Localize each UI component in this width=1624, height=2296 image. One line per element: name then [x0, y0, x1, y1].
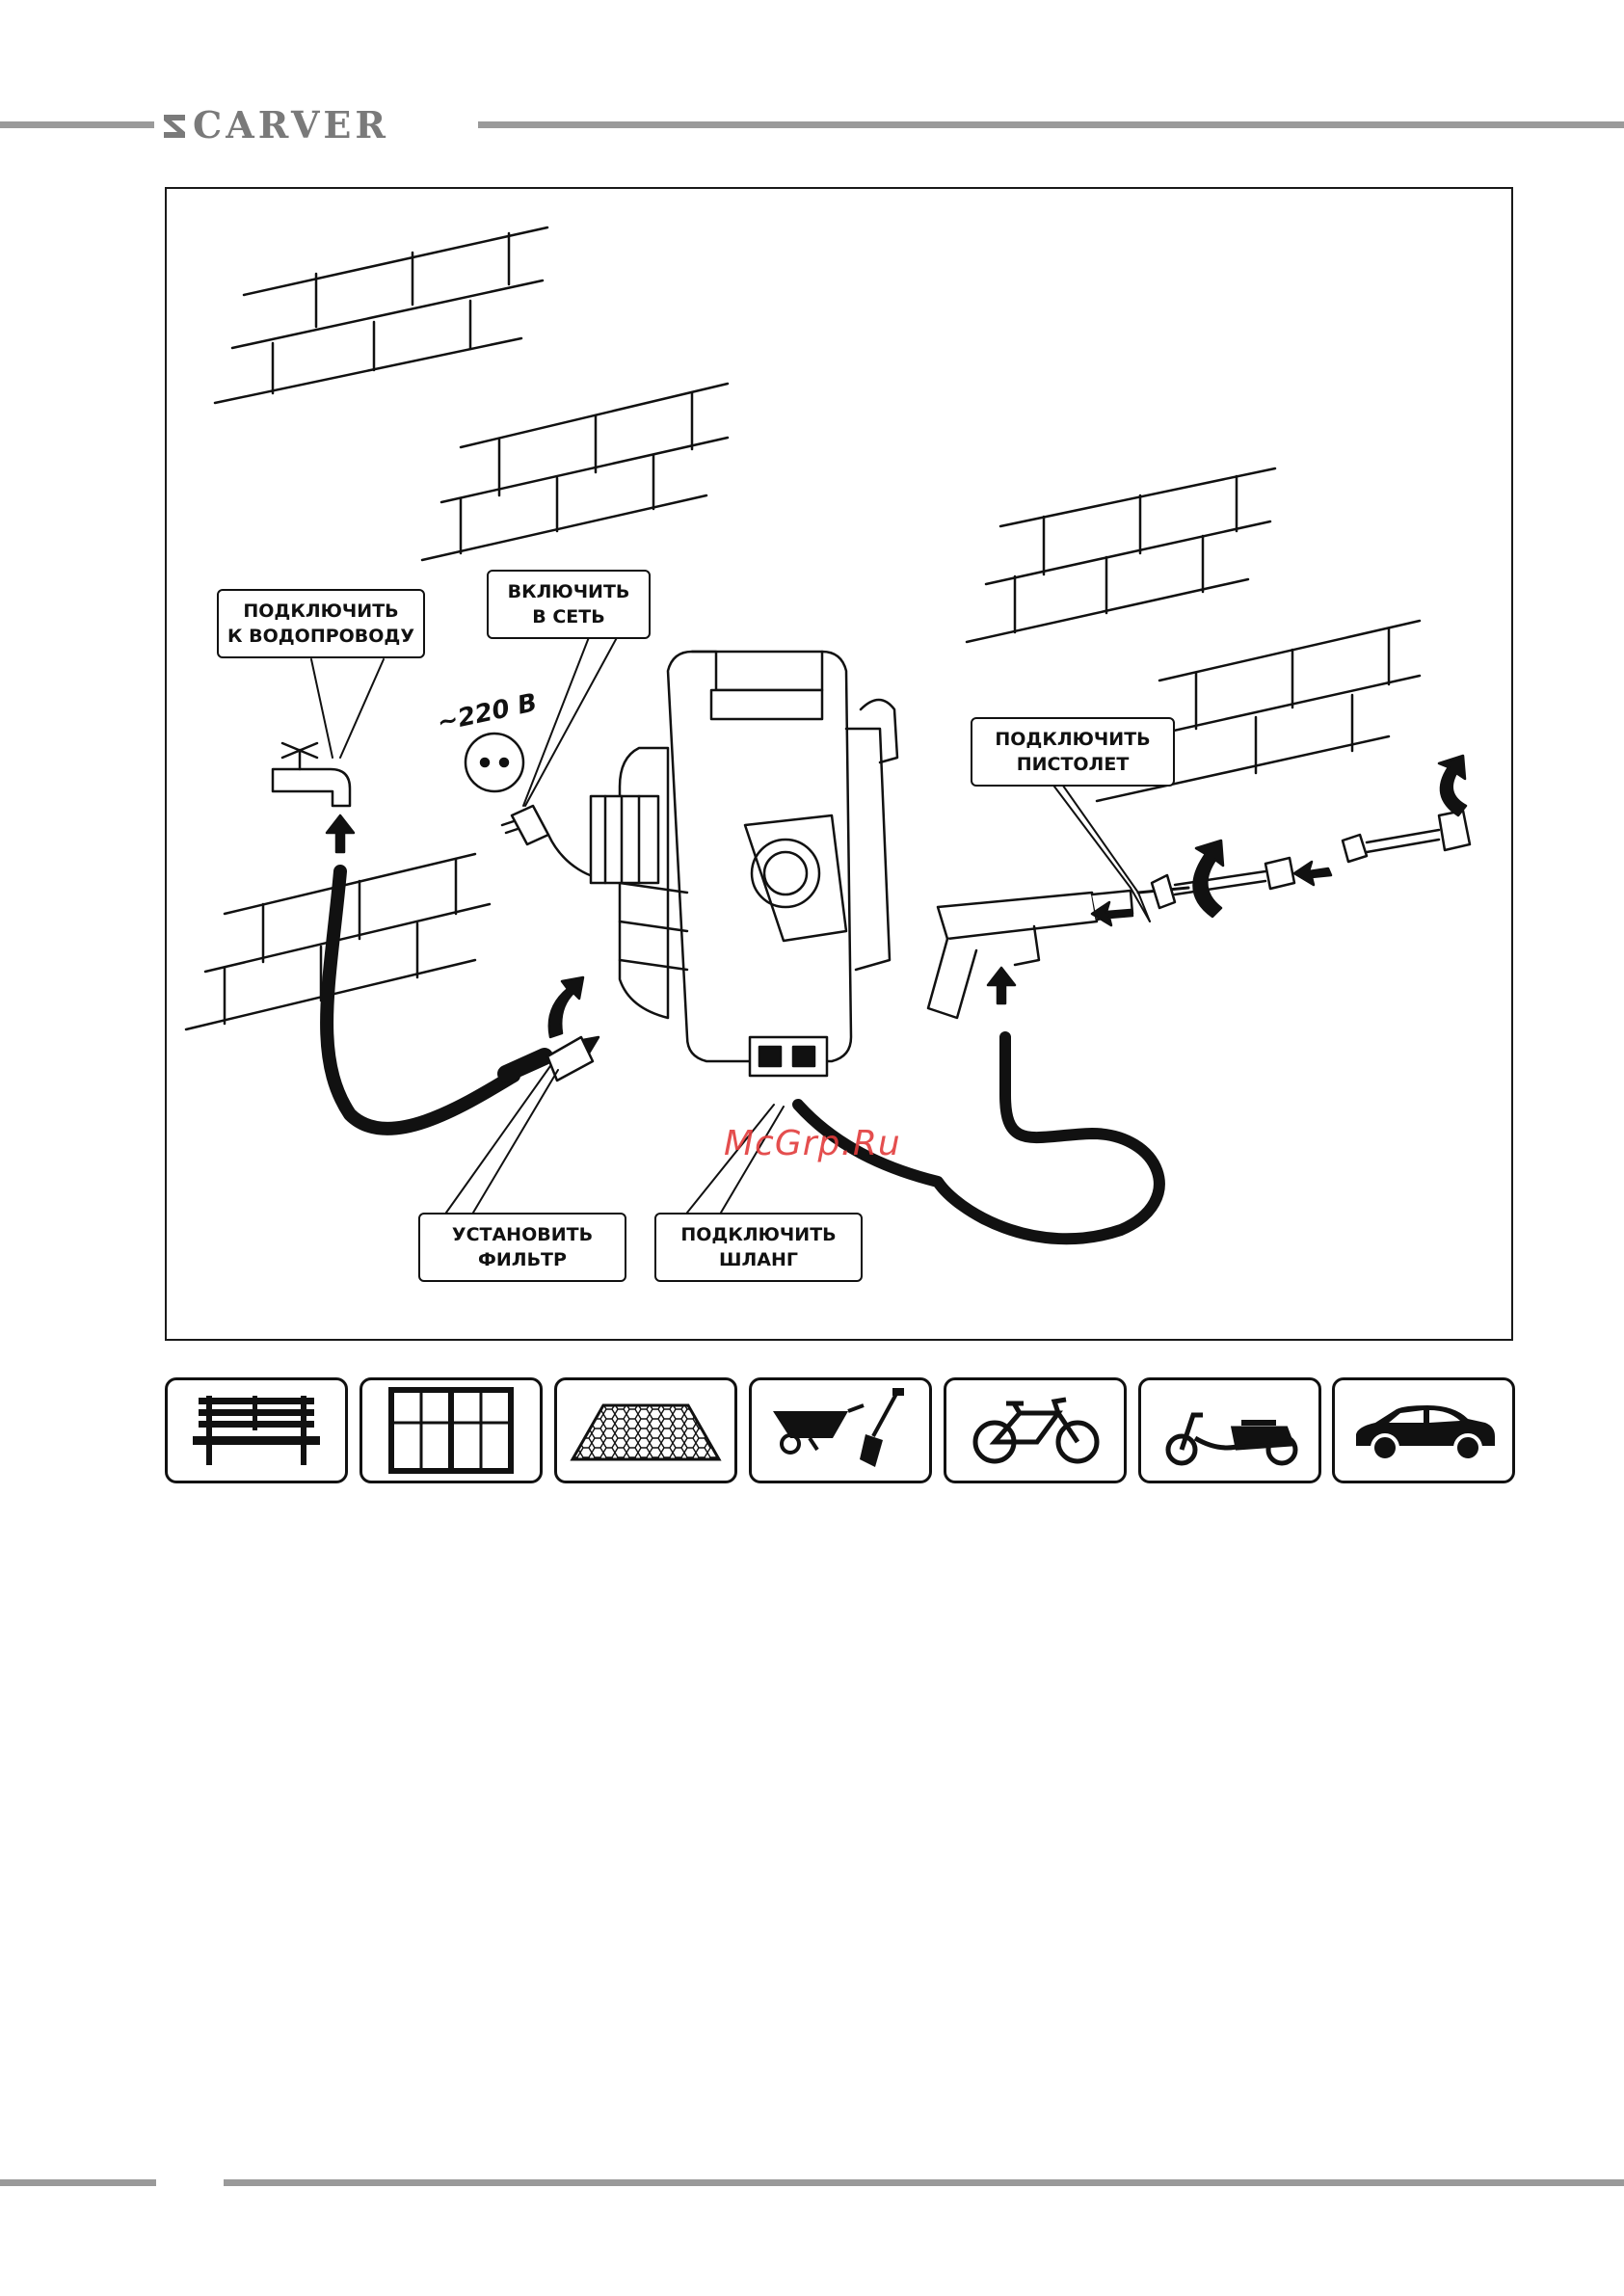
callout-gun-line1: ПОДКЛЮЧИТЬ: [995, 727, 1150, 752]
arrow-up-icon-2: [988, 968, 1015, 1003]
tile-window: [359, 1377, 543, 1483]
callout-hose: ПОДКЛЮЧИТЬ ШЛАНГ: [654, 1213, 863, 1282]
tile-bench: [165, 1377, 348, 1483]
brand-name: CARVER: [193, 107, 389, 144]
callout-gun: ПОДКЛЮЧИТЬ ПИСТОЛЕТ: [971, 717, 1175, 787]
paving-icon: [557, 1380, 734, 1481]
tile-garden: [749, 1377, 932, 1483]
brand-mark-icon: [162, 111, 187, 140]
tile-bicycle: [944, 1377, 1127, 1483]
arrow-left-icon-2: [1294, 862, 1331, 885]
callout-hose-line2: ШЛАНГ: [719, 1247, 798, 1272]
inlet-hose: [327, 871, 514, 1129]
car-icon: [1335, 1380, 1512, 1481]
setup-diagram: ПОДКЛЮЧИТЬ К ВОДОПРОВОДУ ВКЛЮЧИТЬ В СЕТЬ…: [165, 187, 1513, 1341]
scooter-icon: [1141, 1380, 1318, 1481]
callout-filter: УСТАНОВИТЬ ФИЛЬТР: [418, 1213, 626, 1282]
callout-water-supply: ПОДКЛЮЧИТЬ К ВОДОПРОВОДУ: [217, 589, 425, 658]
callout-power-line2: В СЕТЬ: [532, 604, 604, 629]
footer-rule-right: [224, 2179, 1624, 2186]
brick-wall-top-left: [215, 227, 547, 403]
callout-gun-line2: ПИСТОЛЕТ: [1017, 752, 1130, 777]
callout-filter-line2: ФИЛЬТР: [478, 1247, 567, 1272]
rotate-arrow-icon: [549, 977, 583, 1037]
water-tap-icon: [273, 743, 350, 806]
brand-logo: CARVER: [162, 104, 389, 147]
spray-nozzle-icon: [1343, 811, 1470, 862]
spray-lance-icon: [1138, 858, 1294, 908]
rotate-arrow-icon-3: [1439, 756, 1466, 815]
callout-water-supply-line1: ПОДКЛЮЧИТЬ: [243, 599, 398, 624]
power-socket-icon: [466, 734, 523, 791]
callout-filter-line1: УСТАНОВИТЬ: [452, 1222, 593, 1247]
header-rule-left: [0, 121, 154, 128]
tile-car: [1332, 1377, 1515, 1483]
wheelbarrow-shovel-icon: [752, 1380, 929, 1481]
tile-paving: [554, 1377, 737, 1483]
arrow-up-icon: [327, 815, 354, 852]
callout-power: ВКЛЮЧИТЬ В СЕТЬ: [487, 570, 651, 639]
window-icon: [362, 1380, 540, 1481]
callout-hose-line1: ПОДКЛЮЧИТЬ: [680, 1222, 836, 1247]
header-rule-right: [478, 121, 1624, 128]
setup-illustration: [167, 189, 1510, 1338]
watermark: McGrp.Ru: [724, 1124, 901, 1163]
hose-connector: [506, 1056, 545, 1074]
callout-power-line1: ВКЛЮЧИТЬ: [508, 579, 630, 604]
tile-scooter: [1138, 1377, 1321, 1483]
bicycle-icon: [946, 1380, 1124, 1481]
application-icons: [165, 1377, 1513, 1483]
callout-water-supply-line2: К ВОДОПРОВОДУ: [227, 624, 414, 649]
footer-rule-left: [0, 2179, 156, 2186]
pressure-washer-icon: [591, 652, 897, 1076]
brick-wall-mid-left: [422, 384, 728, 560]
bench-icon: [168, 1380, 345, 1481]
